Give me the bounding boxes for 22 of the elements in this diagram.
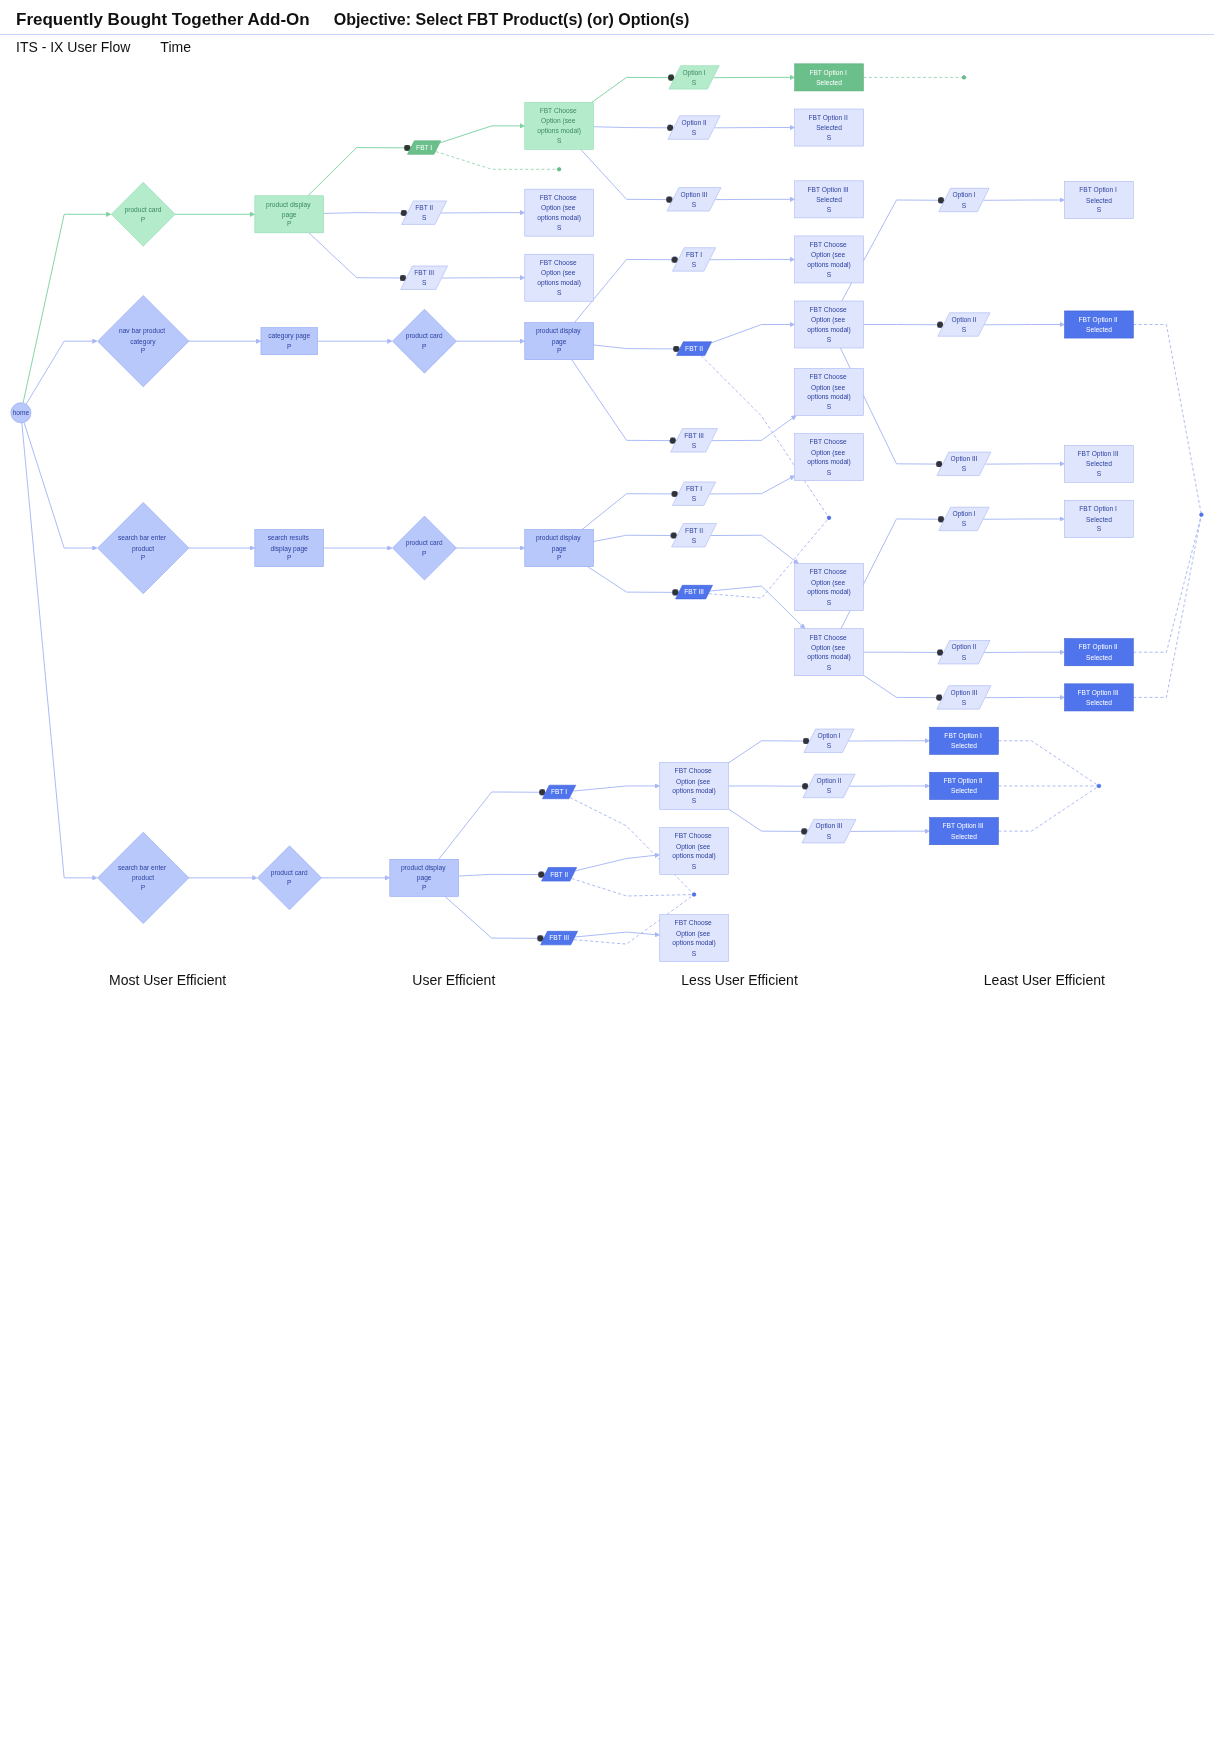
subtitle: ITS - IX User Flow bbox=[16, 39, 131, 55]
axis-label: Time bbox=[160, 39, 191, 55]
node-circle bbox=[1096, 783, 1102, 789]
connector bbox=[700, 355, 829, 517]
column-label: Less User Efficient bbox=[681, 972, 798, 989]
connector bbox=[1132, 515, 1202, 653]
node-circle bbox=[691, 892, 697, 897]
connector bbox=[569, 797, 694, 894]
node-circle bbox=[1199, 512, 1204, 517]
objective-heading: Objective: Select FBT Product(s) (or) Option(s) bbox=[333, 11, 690, 29]
diagram-title: Frequently Bought Together Add-On bbox=[16, 10, 310, 30]
column-label: User Efficient bbox=[412, 972, 496, 989]
node-circle bbox=[961, 75, 967, 80]
connector bbox=[997, 740, 1098, 786]
connector bbox=[571, 878, 693, 897]
connector bbox=[435, 151, 558, 170]
node-circle bbox=[826, 515, 832, 520]
column-label: Least User Efficient bbox=[983, 972, 1105, 989]
connector bbox=[1132, 516, 1202, 698]
connector bbox=[997, 786, 1098, 832]
column-label: Most User Efficient bbox=[109, 972, 227, 989]
node-circle bbox=[557, 167, 562, 172]
